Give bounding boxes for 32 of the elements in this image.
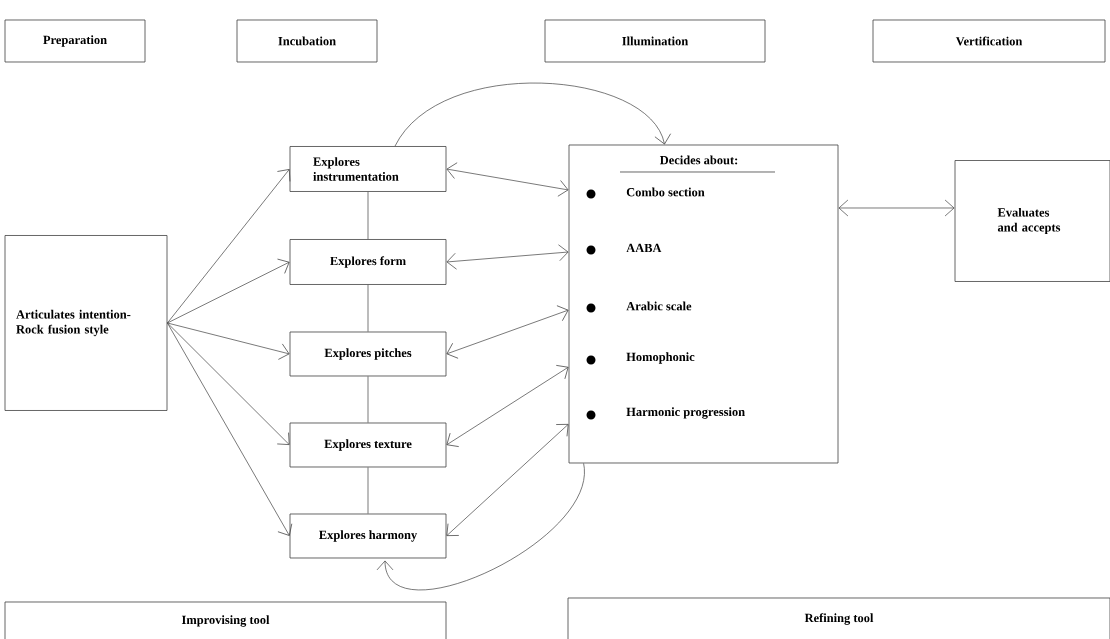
arrow <box>394 82 671 147</box>
arrow <box>446 305 569 359</box>
arrow <box>446 365 569 447</box>
process-box: Explores texture <box>289 422 447 468</box>
stage-header-box: Preparation <box>4 19 146 63</box>
arrow <box>167 322 290 360</box>
arrow <box>376 463 584 591</box>
list-item: Homophonic <box>626 352 695 364</box>
list-item: AABA <box>626 243 662 253</box>
arrow <box>446 244 569 270</box>
list-item: Combo section <box>626 187 705 197</box>
stage-header-box: Vertification <box>872 19 1106 63</box>
arrow <box>446 162 569 197</box>
process-box: Explores pitches <box>289 331 447 377</box>
tool-box: Refining tool <box>567 597 1110 639</box>
stage-header-box: Incubation <box>236 19 378 63</box>
heading: Decides about: <box>619 155 776 173</box>
process-box: Explores instrumentation <box>289 146 447 192</box>
list-item: Harmonic progression <box>626 407 745 419</box>
stage-header-box: Illumination <box>544 19 766 63</box>
arrow <box>167 258 290 324</box>
process-box: Explores form <box>289 239 447 285</box>
process-box: Evaluates and accepts <box>954 160 1110 282</box>
arrow <box>167 169 291 324</box>
list-item: Arabic scale <box>626 301 692 311</box>
arrow <box>167 322 293 536</box>
arrow <box>167 322 290 445</box>
arrow <box>838 199 955 217</box>
process-box: Explores harmony <box>289 513 447 559</box>
arrow <box>446 424 569 536</box>
process-box: Articulates intention- Rock fusion style <box>4 235 168 411</box>
tool-box: Improvising tool <box>4 601 447 639</box>
